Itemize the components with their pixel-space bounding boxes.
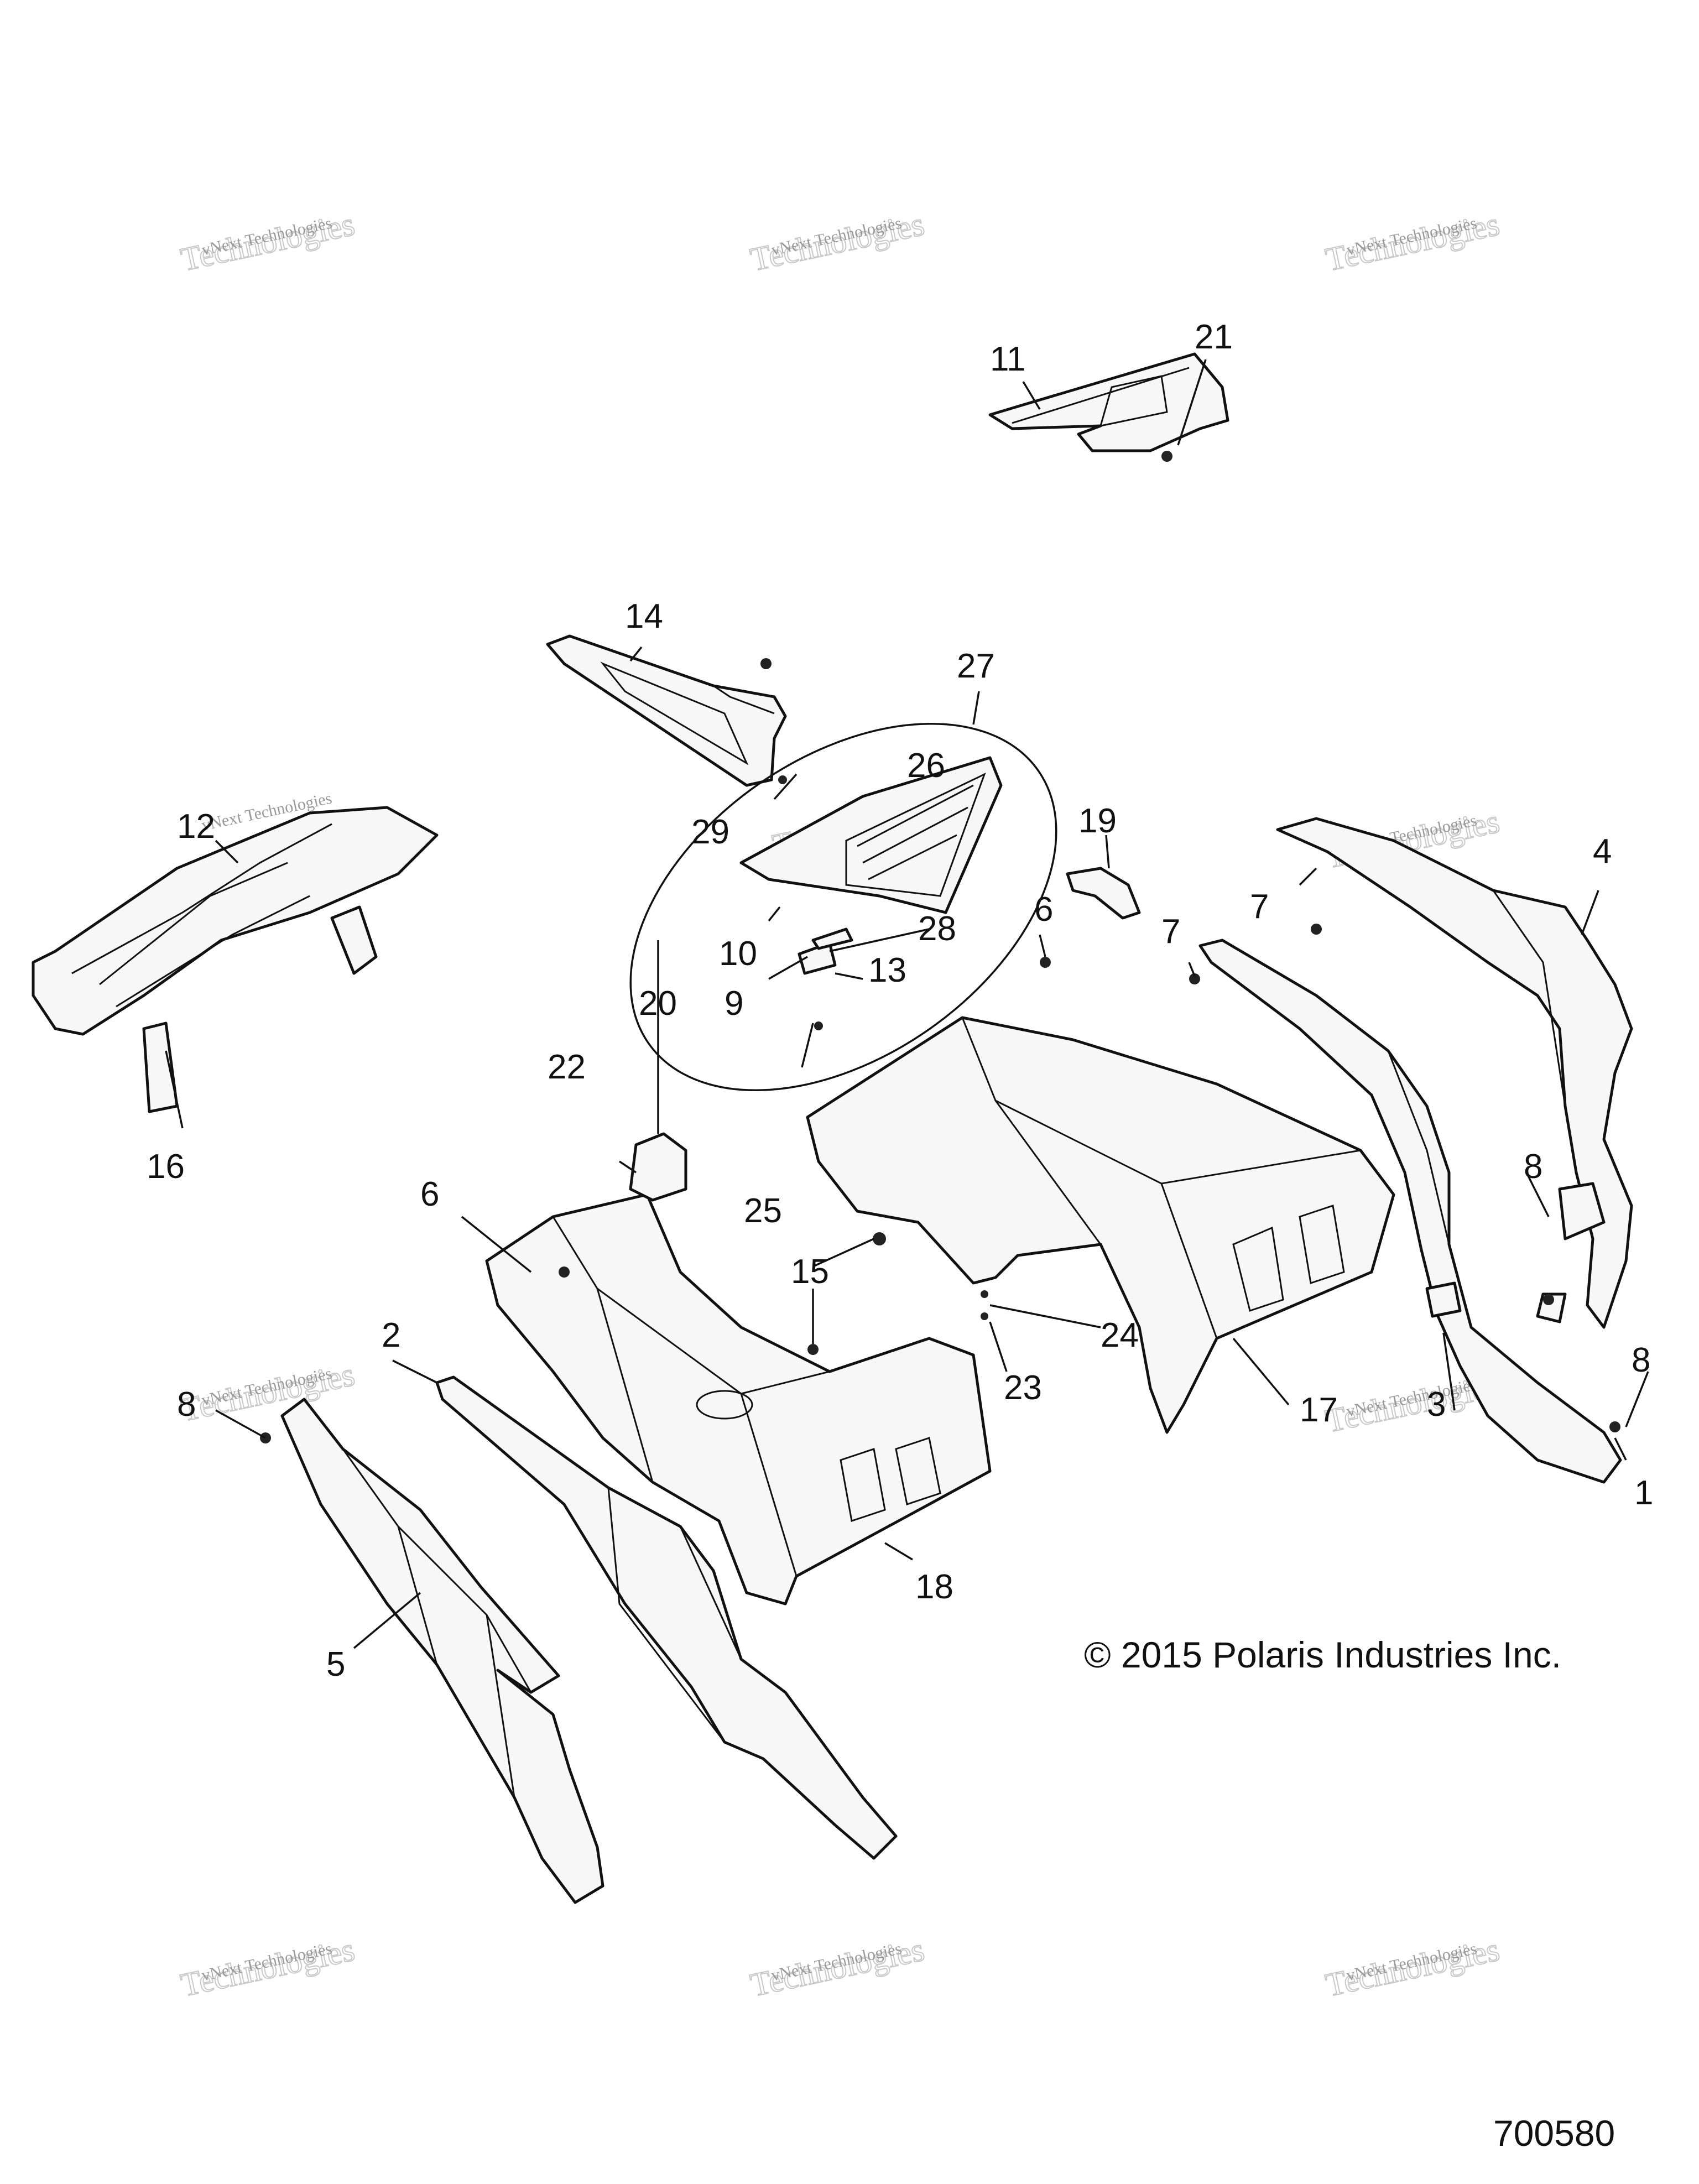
- rear-cab-tub-17: [806, 1016, 1395, 1434]
- callout-26: 26: [907, 747, 945, 785]
- callout-7-lower: 7: [1161, 913, 1180, 951]
- bracket-20: [629, 1132, 687, 1202]
- callout-19: 19: [1078, 802, 1117, 840]
- figure-number: 700580: [1493, 2113, 1615, 2154]
- callout-7-upper: 7: [1250, 888, 1269, 926]
- callout-20: 20: [639, 984, 677, 1023]
- callout-28: 28: [918, 910, 956, 948]
- callout-22: 22: [548, 1048, 586, 1086]
- callout-labels: 11 21 14 27 26 12 29 19 4 7 28 6 7 10 13…: [147, 318, 1653, 1683]
- callout-17: 17: [1300, 1391, 1338, 1429]
- watermark-top-center: Technologies vNext Technologies: [747, 205, 928, 279]
- side-panel-4: [1276, 817, 1633, 1329]
- watermark-bottom-right: Technologies vNext Technologies: [1322, 1931, 1503, 2004]
- callout-8-left: 8: [177, 1385, 196, 1424]
- watermark-bottom-left: Technologies vNext Technologies: [177, 1931, 358, 2004]
- upper-panel-11: [988, 352, 1229, 452]
- callout-8-right-upper: 8: [1524, 1148, 1542, 1186]
- side-rail-2: [435, 1375, 898, 1860]
- callout-13: 13: [868, 951, 906, 989]
- callout-10: 10: [719, 935, 757, 973]
- callout-9: 9: [725, 984, 743, 1023]
- callout-27: 27: [957, 647, 995, 685]
- callout-24: 24: [1101, 1316, 1139, 1354]
- dash-assembly-12: [32, 806, 439, 1113]
- callout-18: 18: [915, 1568, 953, 1606]
- copyright-notice: © 2015 Polaris Industries Inc.: [1084, 1634, 1561, 1675]
- callout-12: 12: [177, 807, 215, 846]
- leader-lines: [165, 359, 1649, 1649]
- callout-14: 14: [625, 597, 663, 635]
- callout-4: 4: [1593, 832, 1612, 871]
- callout-5: 5: [326, 1645, 345, 1683]
- callout-11: 11: [990, 340, 1025, 378]
- callout-6-upper: 6: [1034, 890, 1053, 929]
- callout-1: 1: [1634, 1474, 1653, 1512]
- bracket-19: [1066, 867, 1141, 920]
- callout-29: 29: [691, 813, 729, 851]
- hardware-fasteners: [260, 451, 1620, 1443]
- side-rail-1: [1198, 939, 1622, 1484]
- callout-25: 25: [744, 1192, 782, 1230]
- callout-8-right-lower: 8: [1632, 1341, 1650, 1379]
- watermark-lower-left: Technologies vNext Technologies: [177, 1356, 358, 1429]
- watermark-top-left: Technologies vNext Technologies: [177, 205, 358, 279]
- watermark-bottom-center: Technologies vNext Technologies: [747, 1931, 928, 2004]
- callout-3: 3: [1427, 1385, 1446, 1424]
- callout-15: 15: [791, 1253, 829, 1291]
- callout-16: 16: [147, 1148, 185, 1186]
- callout-2: 2: [382, 1316, 400, 1354]
- front-cab-tub-18: [485, 1193, 992, 1606]
- callout-21: 21: [1195, 318, 1233, 356]
- callout-23: 23: [1004, 1369, 1042, 1407]
- storage-box-assembly-27: [629, 722, 1057, 1092]
- watermark-top-right: Technologies vNext Technologies: [1322, 205, 1503, 279]
- grille-panel-14: [546, 634, 787, 787]
- callout-6-lower: 6: [420, 1175, 439, 1213]
